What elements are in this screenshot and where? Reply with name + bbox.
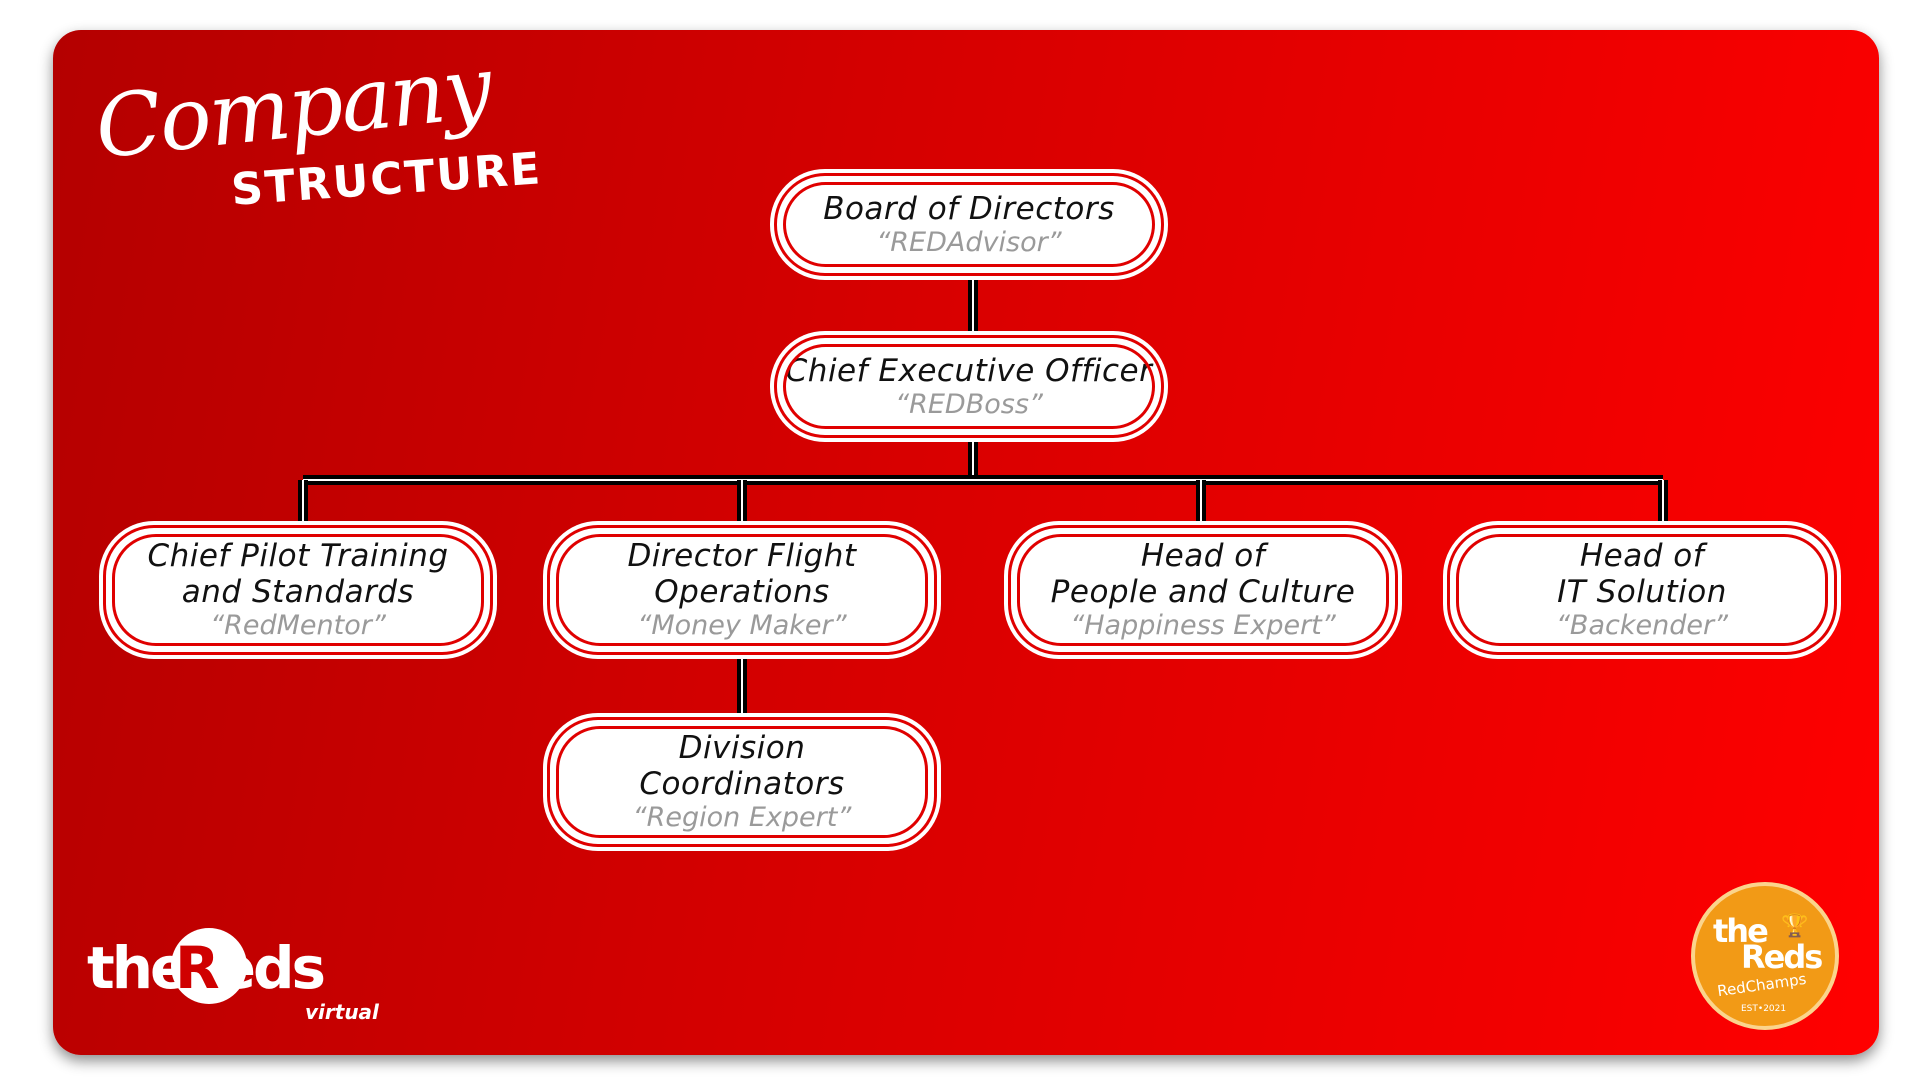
node-director-flight-operations: Director Flight Operations “Money Maker” bbox=[550, 528, 934, 652]
trophy-icon: 🏆 bbox=[1781, 914, 1809, 939]
node-head-it-solution: Head of IT Solution “Backender” bbox=[1450, 528, 1834, 652]
node-role: “REDBoss” bbox=[895, 388, 1043, 420]
node-role: “Happiness Expert” bbox=[1070, 610, 1336, 641]
connector-drops bbox=[298, 480, 1668, 525]
badge-est: EST•2021 bbox=[1741, 1004, 1787, 1014]
node-title: Head of IT Solution bbox=[1557, 538, 1727, 610]
node-head-people-culture: Head of People and Culture “Happiness Ex… bbox=[1011, 528, 1395, 652]
redchamps-badge: the 🏆 Reds RedChamps EST•2021 bbox=[1691, 882, 1839, 1030]
org-chart-slide: Company STRUCTURE Boa bbox=[53, 30, 1879, 1055]
node-role: “Money Maker” bbox=[637, 610, 847, 641]
node-chief-executive-officer: Chief Executive Officer “REDBoss” bbox=[777, 338, 1161, 435]
brand-reds: Reds bbox=[175, 934, 326, 1002]
brand-reds-rest: eds bbox=[216, 934, 326, 1002]
node-role: “RedMentor” bbox=[210, 610, 386, 641]
node-title: Board of Directors bbox=[823, 190, 1115, 227]
node-role: “Backender” bbox=[1555, 610, 1729, 641]
node-title: Chief Executive Officer bbox=[785, 352, 1153, 389]
node-title: Chief Pilot Training and Standards bbox=[147, 538, 449, 610]
brand-reds-first: R bbox=[175, 934, 220, 1002]
node-title: Head of People and Culture bbox=[1050, 538, 1356, 610]
brand-virtual: virtual bbox=[305, 1000, 379, 1024]
badge-reds: Reds bbox=[1741, 938, 1823, 976]
brand-circle bbox=[171, 928, 247, 1004]
node-role: “Region Expert” bbox=[632, 802, 852, 833]
connector-lines bbox=[298, 273, 1668, 720]
node-title: Director Flight Operations bbox=[627, 538, 857, 610]
badge-the: the bbox=[1713, 912, 1769, 950]
node-chief-pilot: Chief Pilot Training and Standards “RedM… bbox=[106, 528, 490, 652]
node-division-coordinators: Division Coordinators “Region Expert” bbox=[550, 720, 934, 844]
node-board-of-directors: Board of Directors “REDAdvisor” bbox=[777, 176, 1161, 273]
node-title: Division Coordinators bbox=[639, 730, 845, 802]
node-role: “REDAdvisor” bbox=[876, 226, 1062, 258]
